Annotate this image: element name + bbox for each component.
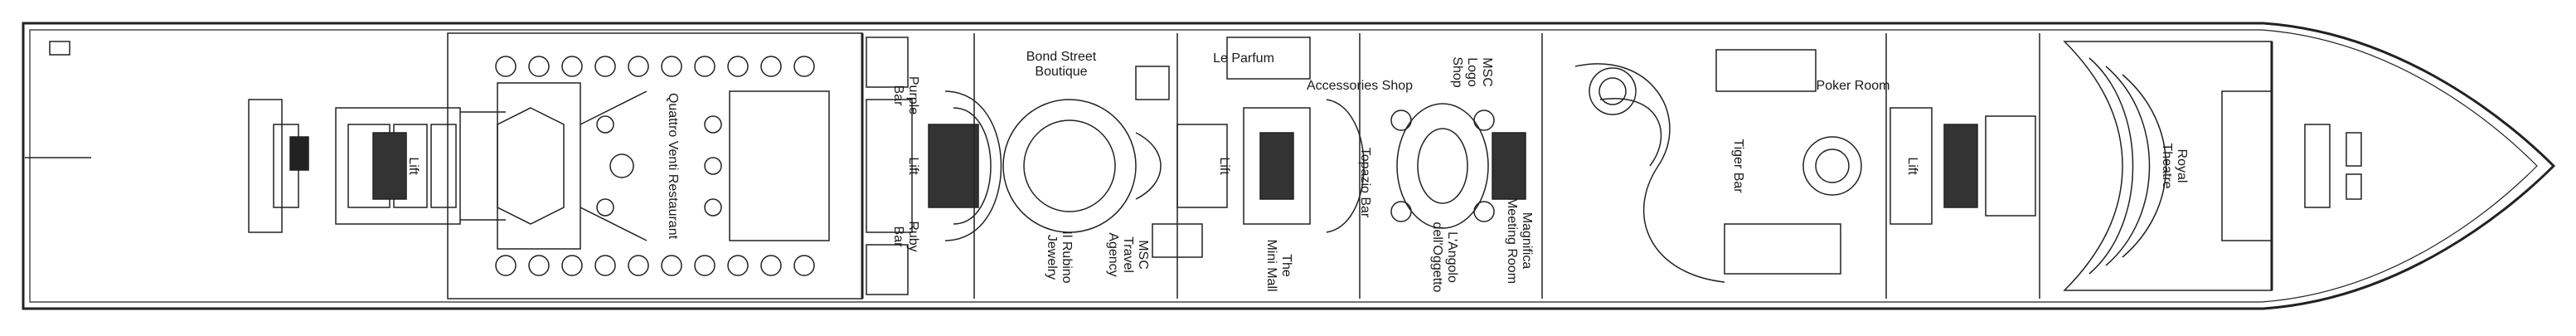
label-poker-room: Poker Room [1816, 79, 1890, 93]
label-bond-street: Bond Street Boutique [1026, 50, 1097, 79]
label-lift-aft: Lift [406, 157, 420, 175]
label-lift-mid: Lift [906, 157, 920, 175]
mini-mall-zone [1176, 33, 1365, 299]
label-tiger-bar: Tiger Bar [1731, 139, 1745, 193]
label-royal-theatre: Royal Theatre [2160, 143, 2189, 189]
forward-lift [1890, 33, 2040, 299]
aft-section [25, 41, 309, 233]
royal-theatre [2063, 41, 2273, 291]
hull-outline [22, 22, 2556, 310]
label-ruby-bar: Ruby Bar [891, 221, 920, 252]
topazio-bar [1390, 103, 1526, 229]
label-msc-logo-shop: MSC Logo Shop [1450, 56, 1494, 88]
label-topazio: Topazio Bar [1358, 147, 1372, 218]
label-angolo: L'Angolo dell'Oggetto [1430, 222, 1459, 293]
label-mini-mall: The Mini Mall [1264, 239, 1293, 292]
aft-lift-block [335, 107, 506, 225]
label-lift-fwd: Lift [1905, 157, 1919, 175]
label-il-rubino: Il Rubino Jewelry [1045, 231, 1074, 284]
label-magnifica: Magnifica Meeting Room [1505, 197, 1534, 285]
hull-inner [29, 29, 2538, 303]
quattro-venti-restaurant [447, 32, 864, 299]
label-lift-center: Lift [1217, 157, 1231, 175]
bow-area [2304, 124, 2362, 208]
label-quattro-venti: Quattro Venti Restaurant [666, 92, 680, 240]
label-purple-bar: Purple Bar [891, 75, 920, 115]
bars-lift-zone [866, 37, 1002, 295]
casino [1541, 33, 1887, 299]
label-le-parfum: Le Parfum [1213, 51, 1274, 66]
label-accessories: Accessories Shop [1306, 79, 1414, 93]
label-msc-travel: MSC Travel Agency [1106, 232, 1150, 277]
